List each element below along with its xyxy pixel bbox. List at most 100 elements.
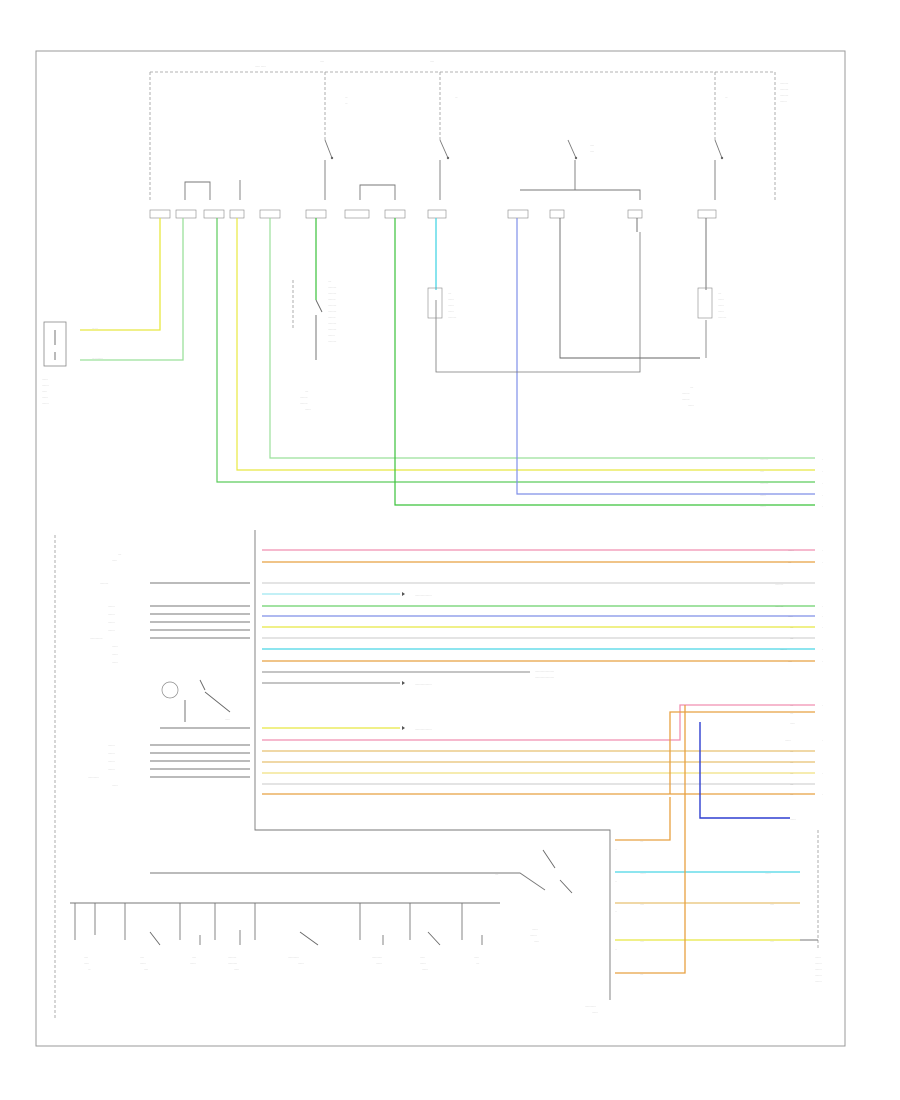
svg-text:.: . — [822, 614, 823, 618]
svg-text:..........: .......... — [228, 955, 237, 959]
bottom-component-4: .......... ........... ...... — [228, 930, 241, 971]
svg-text:......: ...... — [788, 614, 793, 618]
svg-text:........: ........ — [780, 647, 787, 651]
svg-text:....: .... — [495, 872, 499, 876]
svg-text:.....: ..... — [770, 902, 774, 906]
svg-text:....................: .................... — [415, 682, 432, 686]
svg-text:....: .... — [790, 771, 794, 775]
svg-text:..........: .......... — [718, 315, 727, 319]
bottom-component-2: ..... ....... ..... — [140, 931, 161, 971]
svg-text:...: ... — [725, 95, 728, 99]
svg-text:.........: ......... — [682, 391, 690, 395]
svg-text:.......: ....... — [790, 817, 796, 821]
svg-text:......: ...... — [534, 939, 539, 943]
svg-text:....: .... — [448, 291, 452, 295]
svg-text:........: ........ — [530, 933, 537, 937]
svg-text:..........: .......... — [328, 321, 337, 325]
svg-text:...... ......: ...... ...... — [255, 64, 266, 68]
svg-text:........: ........ — [108, 751, 115, 755]
svg-text:...: ... — [345, 101, 348, 105]
wire-lightgreen-1 — [269, 218, 815, 459]
svg-text:.: . — [822, 481, 823, 485]
svg-text:........: ........ — [815, 967, 822, 971]
svg-text:...............: ............... — [90, 636, 103, 640]
svg-text:........: ........ — [42, 383, 49, 387]
wire-yellow-1 — [236, 218, 815, 471]
svg-text:.: . — [822, 703, 823, 707]
svg-text:..........: .......... — [780, 81, 789, 85]
svg-text:..: .. — [615, 909, 617, 913]
svg-text:.....: ..... — [770, 939, 774, 943]
svg-text:.......: ....... — [785, 738, 791, 742]
svg-text:......: ...... — [225, 717, 230, 721]
svg-text:........: ........ — [108, 628, 115, 632]
svg-text:.......: ....... — [420, 961, 426, 965]
svg-text:.....: ..... — [144, 967, 148, 971]
svg-text:.......: ....... — [190, 961, 196, 965]
right-connector-module: ....... .... .......... .......... .....… — [775, 548, 823, 821]
svg-text:.....: ..... — [590, 143, 594, 147]
svg-text:..........: .......... — [780, 87, 789, 91]
svg-text:.......: ....... — [718, 297, 724, 301]
svg-text:.......: ....... — [448, 309, 454, 313]
svg-text:....: .... — [790, 760, 794, 764]
svg-text:.: . — [822, 548, 823, 552]
svg-text:.....: ..... — [788, 659, 792, 663]
svg-text:.......: ....... — [765, 871, 771, 875]
svg-text:..........: .......... — [775, 604, 784, 608]
svg-text:.: . — [822, 493, 823, 497]
bottom-component-7: ...... ....... ....... — [420, 931, 441, 971]
svg-text:.....: ..... — [192, 955, 196, 959]
bottom-component-8: ...... .... — [474, 935, 483, 965]
svg-text:..........: .......... — [775, 582, 784, 586]
bottom-component-1: ..... ...... ... — [84, 903, 96, 971]
svg-text:.......: ....... — [112, 660, 118, 664]
svg-text:......: ...... — [84, 961, 89, 965]
svg-text:....: .... — [640, 839, 644, 843]
fuse-block-right: .... ....... ....... ....... .......... … — [682, 287, 727, 407]
svg-text:.............: ............. — [288, 955, 299, 959]
top-power-bus — [150, 71, 776, 200]
svg-text:....................: .................... — [415, 593, 432, 597]
svg-text:....................: .................... — [415, 727, 432, 731]
svg-text:....: .... — [790, 636, 794, 640]
svg-text:.......................: ....................... — [535, 669, 554, 673]
svg-text:.: . — [822, 469, 823, 473]
svg-text:....: .... — [790, 625, 794, 629]
svg-text:....: .... — [118, 552, 122, 556]
svg-text:........: ........ — [108, 612, 115, 616]
svg-text:......: ...... — [234, 967, 239, 971]
top-harness-wires — [80, 218, 815, 506]
wire-blue — [516, 218, 815, 495]
svg-text:.........: ......... — [300, 395, 308, 399]
svg-text:.....: ..... — [84, 955, 88, 959]
svg-text:.......: ....... — [140, 961, 146, 965]
fuse-block-left: .... .......... .......... ......... ...… — [292, 279, 337, 411]
svg-text:.......: ....... — [448, 297, 454, 301]
svg-text:......: ...... — [790, 721, 795, 725]
svg-text:........: ........ — [108, 759, 115, 763]
svg-text:........: ........ — [328, 333, 335, 337]
left-sensor: ....... ........ ...... ....... ........… — [42, 321, 103, 405]
svg-text:.............: ............. — [585, 1004, 596, 1008]
svg-text:............: ............ — [372, 955, 382, 959]
svg-text:....: .... — [790, 711, 794, 715]
svg-text:..: .. — [615, 847, 617, 851]
svg-text:.: . — [822, 457, 823, 461]
svg-text:....: .... — [788, 560, 792, 564]
bottom-right-sensor: ....... ........ ........ ........ .....… — [800, 830, 822, 983]
svg-text:.....: ..... — [320, 59, 324, 63]
svg-text:.......: ....... — [112, 783, 118, 787]
svg-text:....: .... — [476, 961, 480, 965]
wire-yellow-sensor — [80, 218, 161, 331]
svg-text:.........: ......... — [328, 297, 336, 301]
svg-text:.....: ..... — [430, 59, 434, 63]
svg-text:....: .... — [790, 792, 794, 796]
svg-text:.........: ......... — [682, 397, 690, 401]
svg-text:......: ...... — [474, 955, 479, 959]
bottom-right-wires: .... ....... ..... ..... .... ....... ..… — [585, 705, 800, 1014]
svg-text:.: . — [822, 659, 823, 663]
svg-text:........: ........ — [815, 979, 822, 983]
svg-text:..........: .......... — [328, 303, 337, 307]
